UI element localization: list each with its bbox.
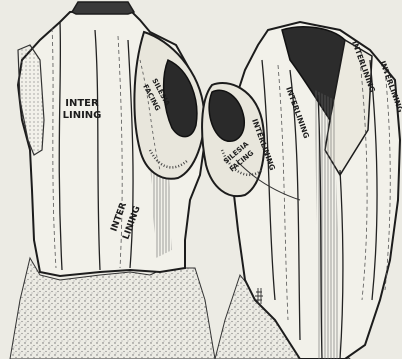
back-upper-label-1: INTER: [65, 98, 99, 109]
back-side-panel: [18, 45, 44, 155]
back-collar: [72, 2, 134, 14]
front-view: INTERLINING INTERLINING INTERLINING INTE…: [202, 22, 402, 359]
back-upper-label-2: LINING: [63, 110, 102, 121]
back-view: INTER LINING INTER LINING SILESIA FACING: [10, 2, 215, 359]
